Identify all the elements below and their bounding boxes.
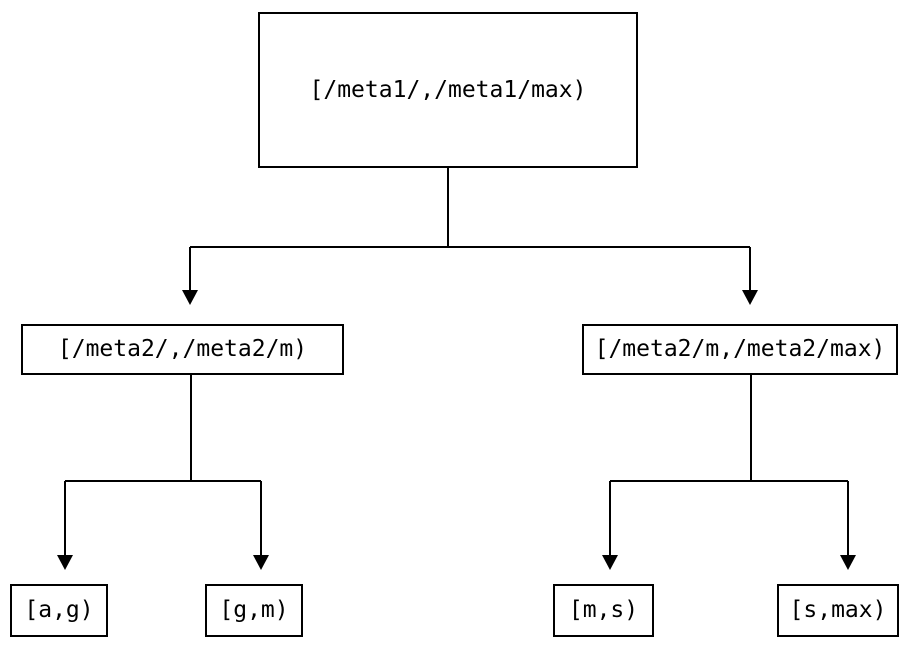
node-root[interactable]: [/meta1/,/meta1/max): [258, 12, 638, 168]
arrow-head-mid-right-to-leaf3: [602, 555, 618, 570]
arrow-head-mid-left-to-leaf1: [57, 555, 73, 570]
arrow-head-root-to-mid-left: [182, 290, 198, 305]
node-leaf-s-max[interactable]: [s,max): [777, 584, 899, 637]
node-leaf-m-s[interactable]: [m,s): [553, 584, 654, 637]
node-mid-right[interactable]: [/meta2/m,/meta2/max): [582, 324, 898, 375]
node-mid-left[interactable]: [/meta2/,/meta2/m): [21, 324, 344, 375]
node-leaf-g-m[interactable]: [g,m): [205, 584, 303, 637]
arrow-head-mid-right-to-leaf4: [840, 555, 856, 570]
arrow-head-root-to-mid-right: [742, 290, 758, 305]
arrow-head-mid-left-to-leaf2: [253, 555, 269, 570]
node-leaf-a-g[interactable]: [a,g): [10, 584, 108, 637]
